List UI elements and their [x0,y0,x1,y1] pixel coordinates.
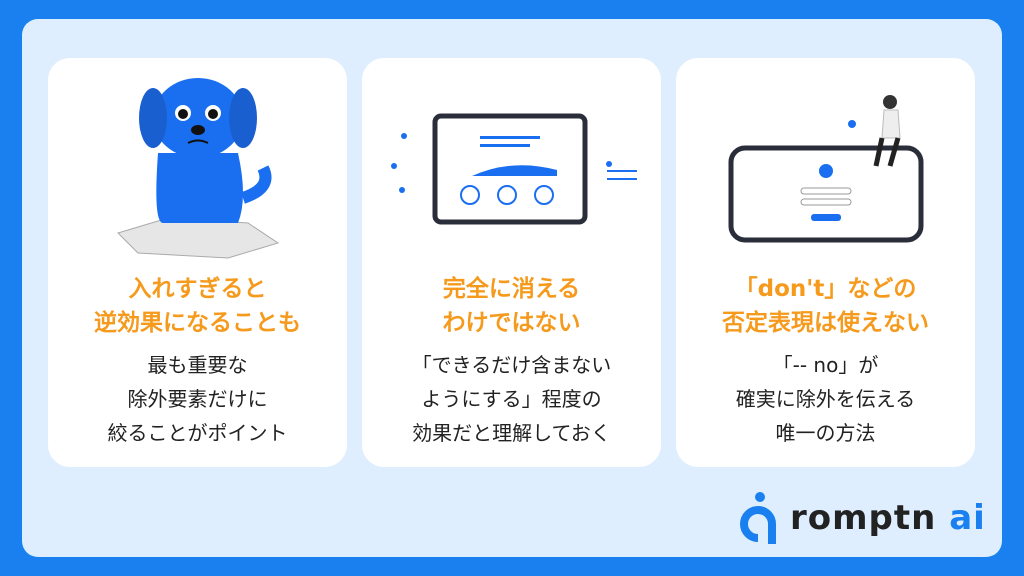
card-1: 入れすぎると逆効果になることも 最も重要な除外要素だけに絞ることがポイント [48,58,347,467]
card-body-line: 確実に除外を伝える [735,387,916,411]
logo-mark-icon [740,492,776,544]
card-2: 完全に消えるわけではない 「できるだけ含まないようにする」程度の効果だと理解して… [362,58,661,467]
card-title-line: 逆効果になることも [94,310,301,336]
card-title-line: わけではない [442,310,581,336]
card-body-line: 除外要素だけに [127,387,268,411]
card-title-line: 完全に消える [442,276,581,302]
logo-accent: ai [949,498,986,538]
card-body-line: 「できるだけ含まない [411,353,612,377]
card-body-line: 「-- no」が [772,353,879,377]
tablet-dashboard-icon [391,113,637,225]
card-title-line: 否定表現は使えない [722,310,929,336]
card-title-line: 「don't」などの [734,276,917,302]
card-body-line: ようにする」程度の [421,387,602,411]
logo-text: romptn [790,498,937,538]
card-title-line: 入れすぎると [128,276,267,302]
card-body-line: 絞ることがポイント [107,421,288,445]
phone-login-icon [728,95,924,243]
card-body-line: 最も重要な [147,353,248,377]
card-body-line: 効果だと理解しておく [412,421,611,445]
romptn-logo: romptn ai [738,490,986,546]
card-3: 「don't」などの否定表現は使えない 「-- no」が確実に除外を伝える唯一の… [676,58,975,467]
sad-dog-icon [117,78,280,259]
card-body-line: 唯一の方法 [775,421,876,445]
